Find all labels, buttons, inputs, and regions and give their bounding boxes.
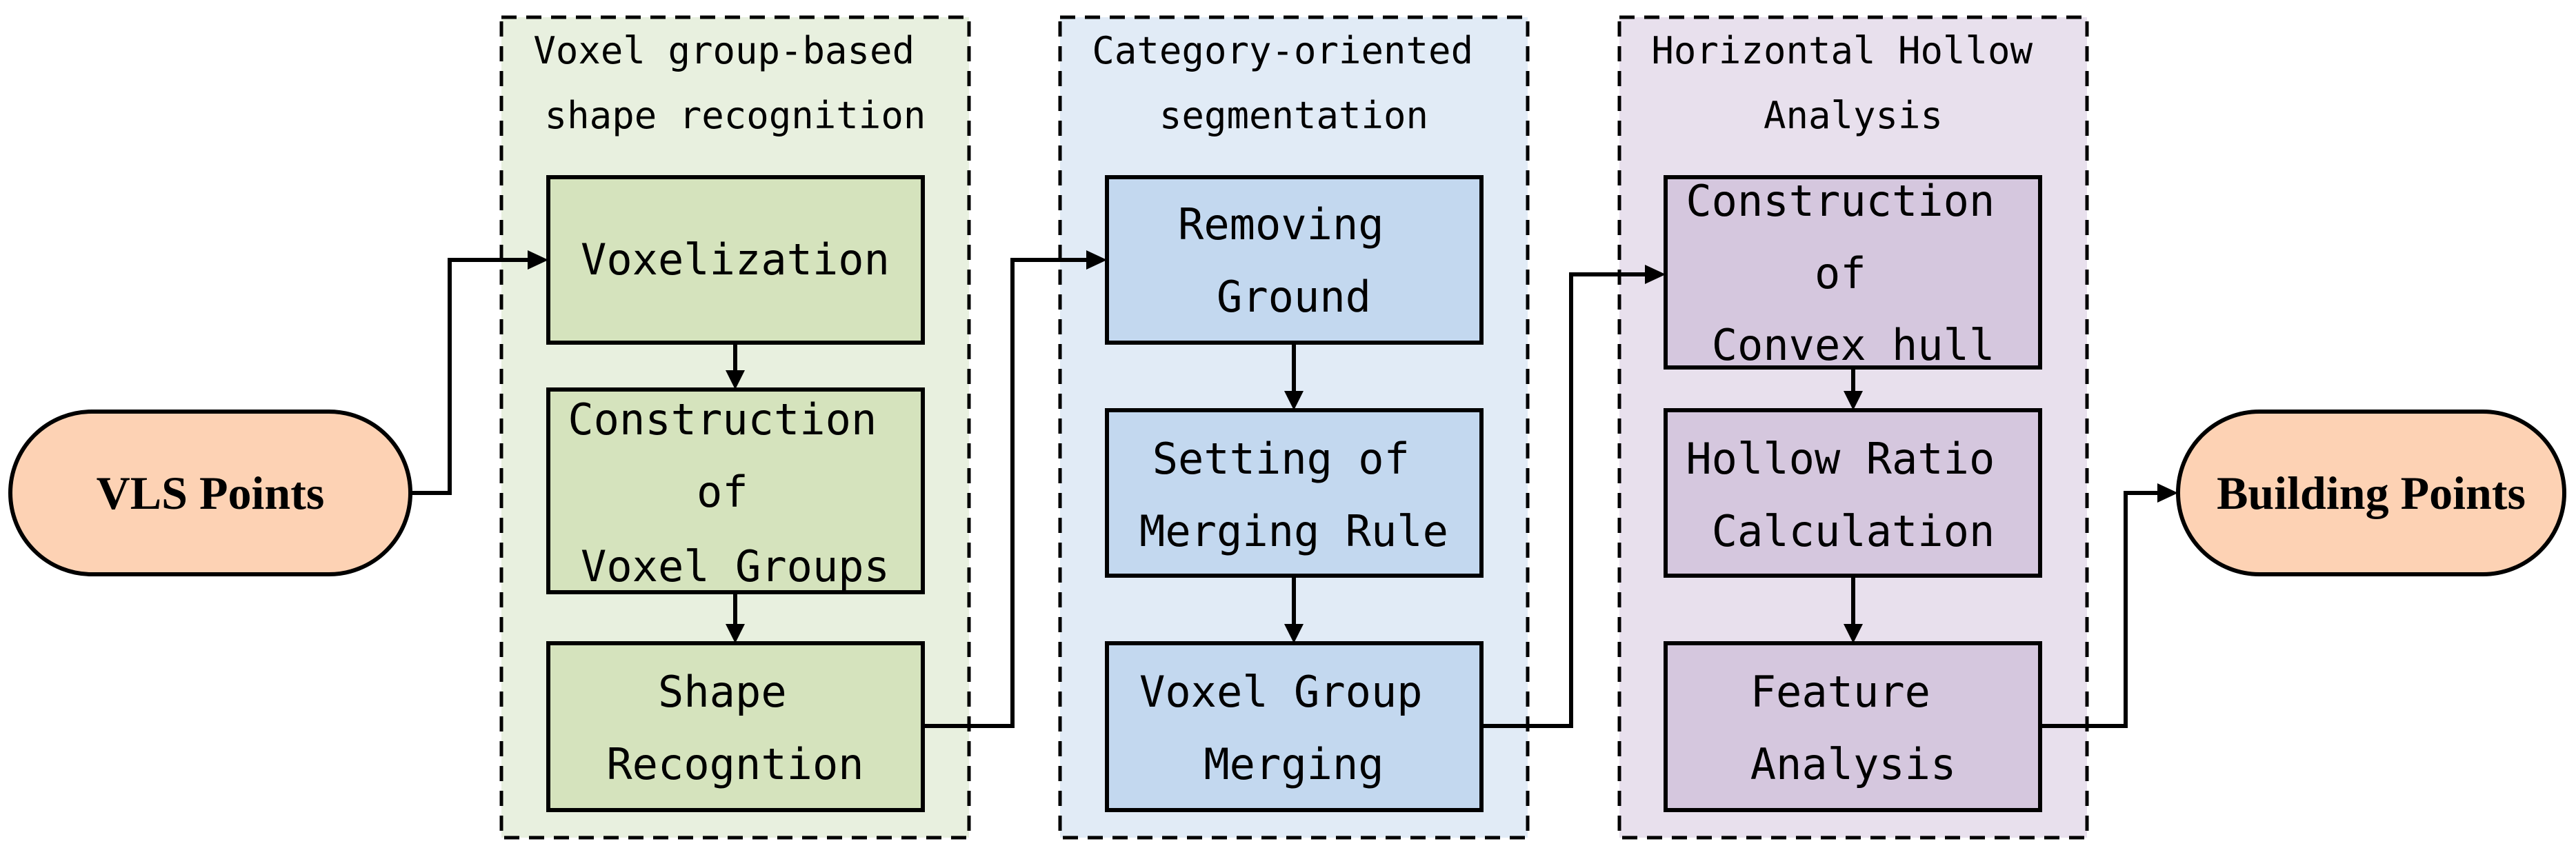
step-voxel-group-merging: Voxel Group Merging [1105,641,1484,812]
step-label: Shape Recogntion [606,667,863,789]
step-construction-of-convex-hull: Construction of Convex hull [1664,175,2042,370]
step-feature-analysis: Feature Analysis [1664,641,2042,812]
stage-horizontal-hollow-analysis: Horizontal Hollow Analysis Construction … [1617,15,2089,840]
terminal-input-label: VLS Points [97,467,325,519]
step-box [1105,641,1484,812]
arrowhead-setting [1284,391,1304,410]
step-label: Setting of Merging Rule [1139,434,1448,556]
arrowhead-feature [1844,624,1863,643]
step-label: Construction of Convex hull [1686,176,2020,370]
step-removing-ground: Removing Ground [1105,175,1484,345]
step-label: Voxel Group Merging [1139,667,1448,789]
step-label: Removing Ground [1178,199,1410,322]
step-box [1664,408,2042,578]
arrowheads [528,250,2178,643]
terminal-output-label: Building Points [2217,467,2526,519]
stage-title-1: Voxel group-based shape recognition [533,29,937,137]
arrowhead-removing-ground [1086,250,1107,270]
step-label: Construction of Voxel Groups [568,394,902,592]
connector-feature-to-output [2040,491,2162,728]
stage-title-2: Category-oriented segmentation [1092,29,1495,137]
arrowhead-construction [726,370,745,390]
step-setting-of-merging-rule: Setting of Merging Rule [1105,408,1484,578]
connector-input-to-voxelization [410,258,531,495]
step-label: Voxelization [581,234,890,285]
arrowhead-shape [726,624,745,643]
stage-voxel-group-shape-recognition: Voxel group-based shape recognition Voxe… [499,15,971,840]
step-hollow-ratio-calculation: Hollow Ratio Calculation [1664,408,2042,578]
step-box [1105,408,1484,578]
connector-merging-to-convex-hull [1481,272,1648,728]
arrowhead-merging [1284,624,1304,643]
connector-shape-to-removing-ground [923,258,1090,728]
step-voxelization: Voxelization [546,175,925,345]
stage-title-3: Horizontal Hollow Analysis [1651,29,2055,137]
step-shape-recognition: Shape Recogntion [546,641,925,812]
step-construction-of-voxel-groups: Construction of Voxel Groups [546,387,925,594]
terminal-input: VLS Points [8,410,412,576]
step-box [1105,175,1484,345]
step-box [1664,175,2042,370]
terminal-output: Building Points [2176,410,2566,576]
stage-category-oriented-segmentation: Category-oriented segmentation Removing … [1058,15,1530,840]
arrowhead-convex-hull [1645,265,1666,284]
step-label: Hollow Ratio Calculation [1686,434,2020,556]
arrowhead-hollow [1844,391,1863,410]
step-box [546,641,925,812]
arrowhead-output [2157,483,2178,503]
step-box [1664,641,2042,812]
arrowhead-voxelization [528,250,548,270]
step-box [546,387,925,594]
step-label: Feature Analysis [1750,667,1957,789]
